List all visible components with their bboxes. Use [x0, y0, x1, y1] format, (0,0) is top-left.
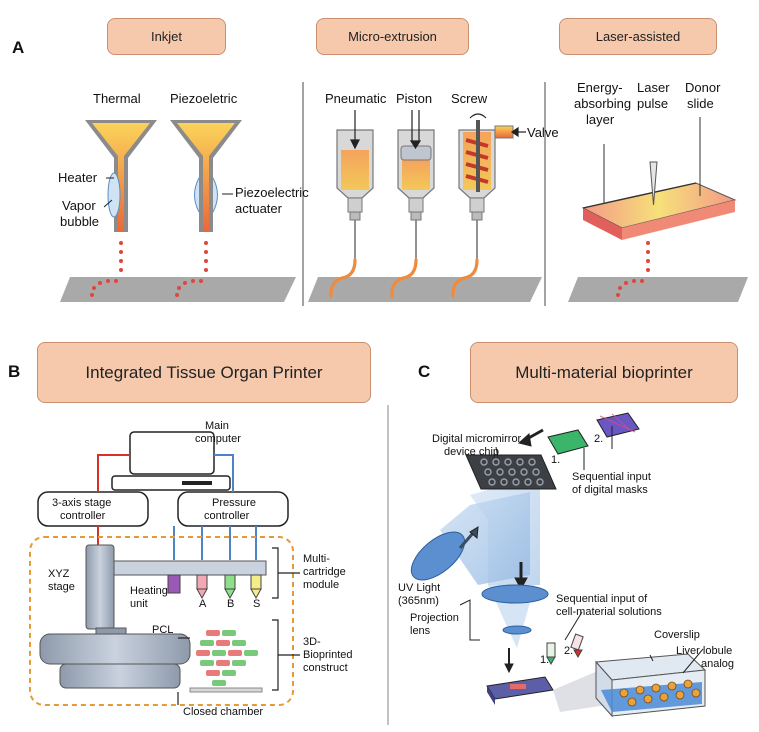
main-computer-label-1: Main: [205, 420, 229, 432]
laser-assisted-title-box: Laser-assisted: [559, 18, 717, 55]
projection-lens: [481, 584, 549, 635]
mask-2-label: 2.: [594, 433, 604, 445]
screw-label: Screw: [451, 91, 488, 106]
vial-2-label: 2.: [564, 645, 574, 657]
laser-pulse-beam: [649, 161, 658, 206]
inkjet-leader-lines: [103, 177, 233, 208]
panel-c-leader-lines: [459, 446, 704, 674]
multi-cartridge-label-3: module: [303, 579, 340, 591]
bioprinted-construct: [189, 630, 263, 693]
seq-masks-label-1: Sequential input: [572, 471, 651, 483]
heating-unit-label-2: unit: [130, 598, 148, 610]
inkjet-thermal-nozzle: [85, 120, 157, 232]
piezoelectric-label: Piezoeletric: [170, 91, 238, 106]
uv-light-label-1: UV Light: [398, 582, 441, 594]
xyz-stage-label-2: stage: [48, 581, 75, 593]
computer-icon: [111, 431, 231, 491]
micro-extrusion-title-box: Micro-extrusion: [316, 18, 469, 55]
piezo-actuator-label-1: Piezoelectric: [235, 185, 309, 200]
inkjet-droplets: [119, 241, 208, 281]
liver-lobule-label-1: Liver lobule: [676, 645, 733, 657]
laser-label-2: pulse: [637, 96, 669, 111]
connection-lines: [97, 454, 257, 560]
vapor-label: Vapor: [62, 198, 96, 213]
projection-lens-label-1: Projection: [410, 612, 459, 624]
projection-lens-label-2: lens: [410, 625, 431, 637]
laser-droplets: [646, 241, 650, 281]
donor-label-1: Donor: [685, 80, 721, 95]
integrated-tissue-organ-printer-title: Integrated Tissue Organ Printer: [37, 342, 371, 403]
heater-label: Heater: [58, 170, 98, 185]
dmd-label-2: device chip: [444, 446, 500, 458]
inkjet-piezo-nozzle: [170, 120, 242, 232]
stage-controller-label-1: 3-axis stage: [52, 497, 112, 509]
laser-substrate: [568, 277, 748, 302]
construct-label-2: Bioprinted: [303, 649, 353, 661]
seq-cells-label-1: Sequential input of: [556, 593, 648, 605]
valve-label: Valve: [527, 125, 559, 140]
uv-light-source: [410, 531, 466, 581]
xyz-stage: [39, 544, 267, 689]
cartridge-a-label: A: [199, 598, 207, 610]
bubble-label: bubble: [60, 214, 100, 229]
digital-masks: [547, 412, 640, 455]
thermal-label: Thermal: [93, 91, 141, 106]
construct-label-3: construct: [303, 662, 348, 674]
inkjet-title-box: Inkjet: [107, 18, 226, 55]
panel-b-brackets: [177, 547, 300, 705]
laser-deposit: [616, 279, 644, 297]
inkjet-deposit: [90, 279, 203, 297]
multi-material-bioprinter-title: Multi-material bioprinter: [470, 342, 738, 403]
stage-controller-label-2: controller: [60, 510, 106, 522]
extrusion-filaments: [329, 258, 479, 298]
cartridge-b-label: B: [227, 598, 235, 610]
extrusion-substrate: [308, 277, 542, 302]
panel-b-letter: B: [8, 362, 21, 381]
dmd-label-1: Digital micromirror: [432, 433, 522, 445]
pneumatic-label: Pneumatic: [325, 91, 387, 106]
cartridge-s-label: S: [253, 598, 261, 610]
donor-label-2: slide: [687, 96, 714, 111]
panel-c-letter: C: [418, 362, 431, 381]
laser-leader-lines: [603, 117, 701, 204]
multi-cartridge-label-2: cartridge: [303, 566, 346, 578]
heating-unit-label-1: Heating: [130, 585, 168, 597]
energy-label-1: Energy-: [577, 80, 623, 95]
panel-a-letter: A: [12, 38, 25, 57]
piston-label: Piston: [396, 91, 433, 106]
extrusion-arrows: [350, 110, 526, 150]
construct-label-1: 3D-: [303, 636, 321, 648]
liver-lobule-label-2: analog: [701, 658, 735, 670]
uv-light-label-2: (365nm): [398, 595, 439, 607]
pressure-controller-label-2: controller: [204, 510, 250, 522]
multi-cartridge-label-1: Multi-: [303, 553, 330, 565]
dmd-chip: [465, 454, 557, 490]
solution-vials: [546, 633, 584, 666]
mask-1-label: 1.: [551, 454, 561, 466]
seq-cells-label-2: cell-material solutions: [556, 606, 662, 618]
controller-boxes: [37, 491, 289, 527]
pressure-controller-label-1: Pressure: [212, 497, 257, 509]
xyz-stage-label-1: XYZ: [48, 568, 70, 580]
closed-chamber-boundary: [29, 536, 294, 706]
pcl-label: PCL: [152, 624, 174, 636]
seq-masks-label-2: of digital masks: [572, 484, 648, 496]
laser-label-1: Laser: [637, 80, 670, 95]
extrusion-syringes: [336, 120, 514, 262]
coverslip-label: Coverslip: [654, 629, 700, 641]
energy-label-2: absorbing: [574, 96, 632, 111]
energy-label-3: layer: [586, 112, 615, 127]
panel-c-arrows: [458, 426, 613, 674]
laser-donor-slide: [581, 182, 737, 240]
coverslip-inset: [594, 653, 707, 718]
closed-chamber-label: Closed chamber: [183, 706, 264, 718]
main-computer-label-2: computer: [195, 433, 241, 445]
vial-1-label: 1.: [540, 654, 550, 666]
cartridges: [167, 574, 262, 600]
piezo-actuator-label-2: actuater: [235, 201, 282, 216]
